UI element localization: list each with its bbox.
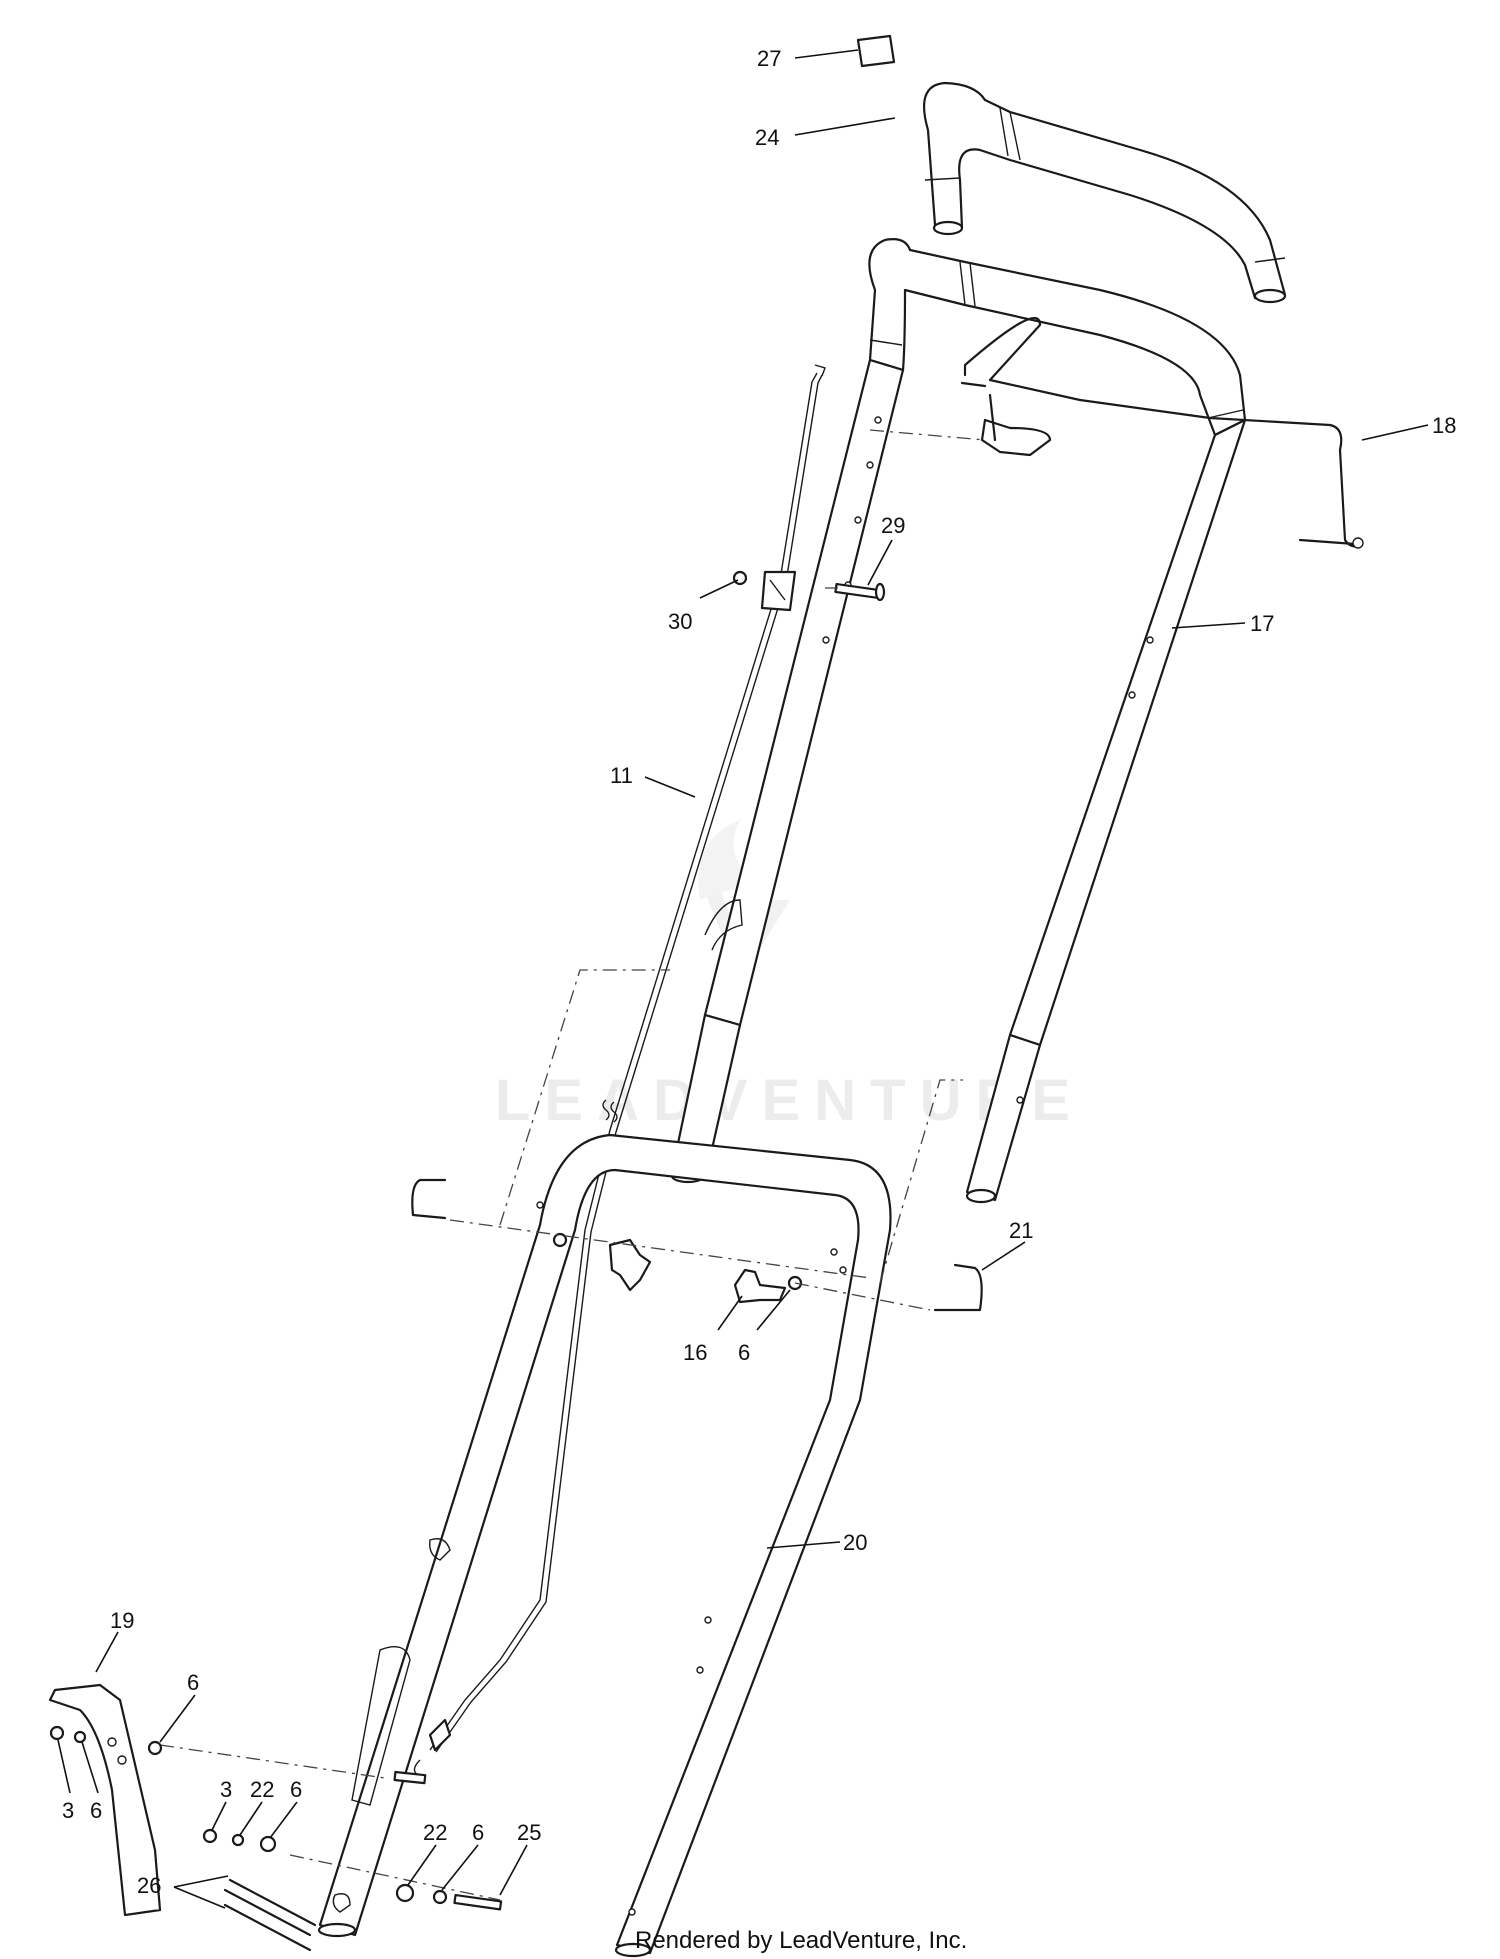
watermark-text: LEADVENTURE: [495, 1068, 1084, 1133]
callouts: 27 24 18 29 30 17 11 21 16 6 20 19 6 3 6…: [62, 46, 1456, 1898]
part-17-upper-handle: [670, 238, 1247, 1204]
part-19-lever: [48, 1683, 162, 1917]
hardware-lower-left: [49, 1725, 503, 1911]
part-16-knob-right: [733, 1268, 803, 1304]
part-21-bolt-right: [933, 1263, 983, 1312]
callout-3-left: 3: [62, 1798, 74, 1823]
part-18-bail-wire: [960, 316, 1364, 549]
callout-30: 30: [668, 609, 692, 634]
callout-20: 20: [843, 1530, 867, 1555]
callout-22-middle: 22: [250, 1777, 274, 1802]
callout-22-right: 22: [423, 1820, 447, 1845]
callout-21: 21: [1009, 1218, 1033, 1243]
part-30-nut: [732, 570, 748, 586]
callout-29: 29: [881, 513, 905, 538]
leader-lines: [57, 49, 1429, 1909]
callout-6-lever: 6: [187, 1670, 199, 1695]
assembly-lines: [159, 429, 986, 1901]
render-credit: Rendered by LeadVenture, Inc.: [635, 1927, 967, 1954]
callout-19: 19: [110, 1608, 134, 1633]
callout-16: 16: [683, 1340, 707, 1365]
part-11-control-cable: [413, 364, 826, 1776]
callout-6-right: 6: [472, 1820, 484, 1845]
callout-18: 18: [1432, 413, 1456, 438]
callout-17: 17: [1250, 611, 1274, 636]
callout-11: 11: [610, 763, 633, 788]
callout-25: 25: [517, 1820, 541, 1845]
callout-27: 27: [757, 46, 781, 71]
part-27-decal: [856, 34, 896, 68]
part-21-bolt-left: [411, 1178, 447, 1220]
callout-6-middle: 6: [290, 1777, 302, 1802]
callout-3-middle: 3: [220, 1777, 232, 1802]
part-24-handle-grip: [923, 81, 1287, 304]
callout-24: 24: [755, 125, 779, 150]
part-26-rods: [223, 1878, 317, 1952]
callout-26: 26: [137, 1873, 161, 1898]
part-20-lower-handle: [317, 1133, 892, 1958]
callout-6-left: 6: [90, 1798, 102, 1823]
callout-6-knob: 6: [738, 1340, 750, 1365]
